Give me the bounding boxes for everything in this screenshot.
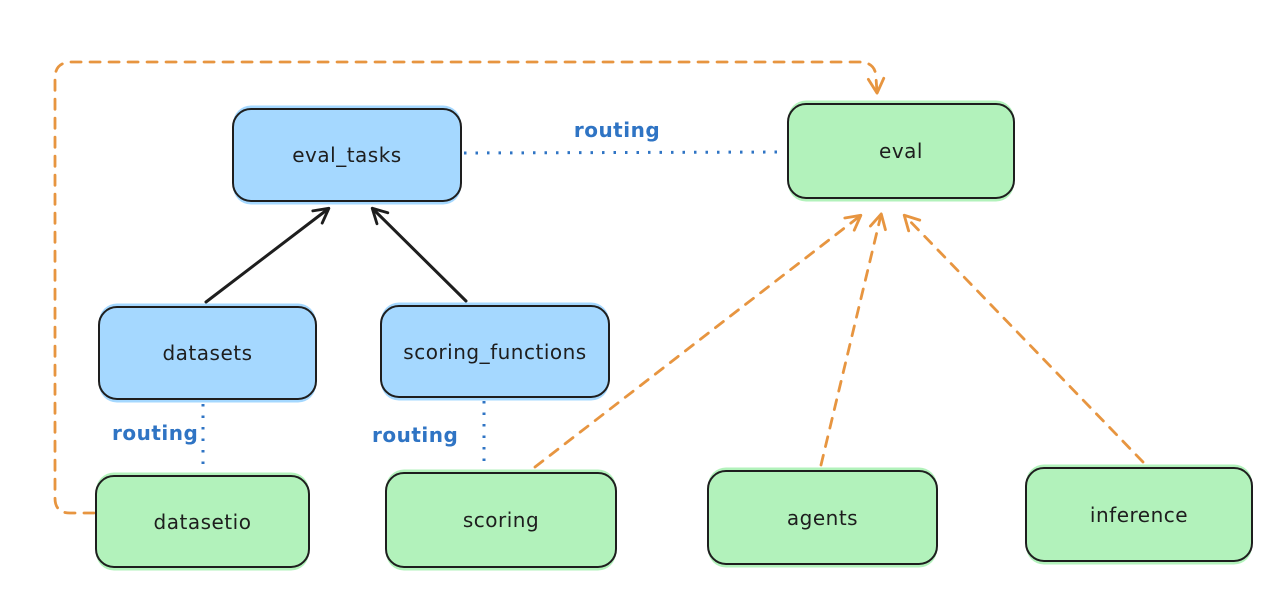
- node-scoring: scoring: [385, 472, 617, 568]
- node-agents: agents: [707, 470, 938, 565]
- edge-label-routing-top: routing: [573, 118, 661, 142]
- node-datasetio: datasetio: [95, 475, 310, 568]
- node-scoring-label: scoring: [462, 508, 540, 532]
- edge-scoring-to-eval-arrow: [533, 213, 863, 469]
- edge-scoring-functions-to-eval-tasks-arrow: [370, 206, 468, 303]
- node-inference: inference: [1025, 467, 1253, 562]
- node-inference-label: inference: [1089, 502, 1189, 527]
- node-datasets-label: datasets: [162, 341, 253, 365]
- node-eval: eval: [787, 103, 1015, 199]
- node-eval-tasks: eval_tasks: [232, 108, 462, 202]
- node-datasets: datasets: [98, 306, 317, 400]
- edge-eval-tasks-to-eval-dotted: [463, 150, 785, 155]
- node-datasetio-label: datasetio: [153, 509, 252, 534]
- edge-datasets-to-eval-tasks-arrow: [204, 206, 331, 304]
- node-eval-tasks-label: eval_tasks: [292, 143, 402, 167]
- edge-agents-to-eval-arrow: [819, 212, 887, 467]
- edge-datasetio-to-eval-arrow: [53, 60, 886, 515]
- node-agents-label: agents: [786, 505, 859, 530]
- edge-label-routing-datasets: routing: [112, 421, 199, 445]
- node-scoring-functions: scoring_functions: [380, 305, 610, 398]
- edge-label-routing-scoring: routing: [372, 423, 459, 447]
- node-scoring-functions-label: scoring_functions: [403, 339, 587, 364]
- node-eval-label: eval: [879, 139, 923, 163]
- edge-inference-to-eval-arrow: [902, 213, 1145, 464]
